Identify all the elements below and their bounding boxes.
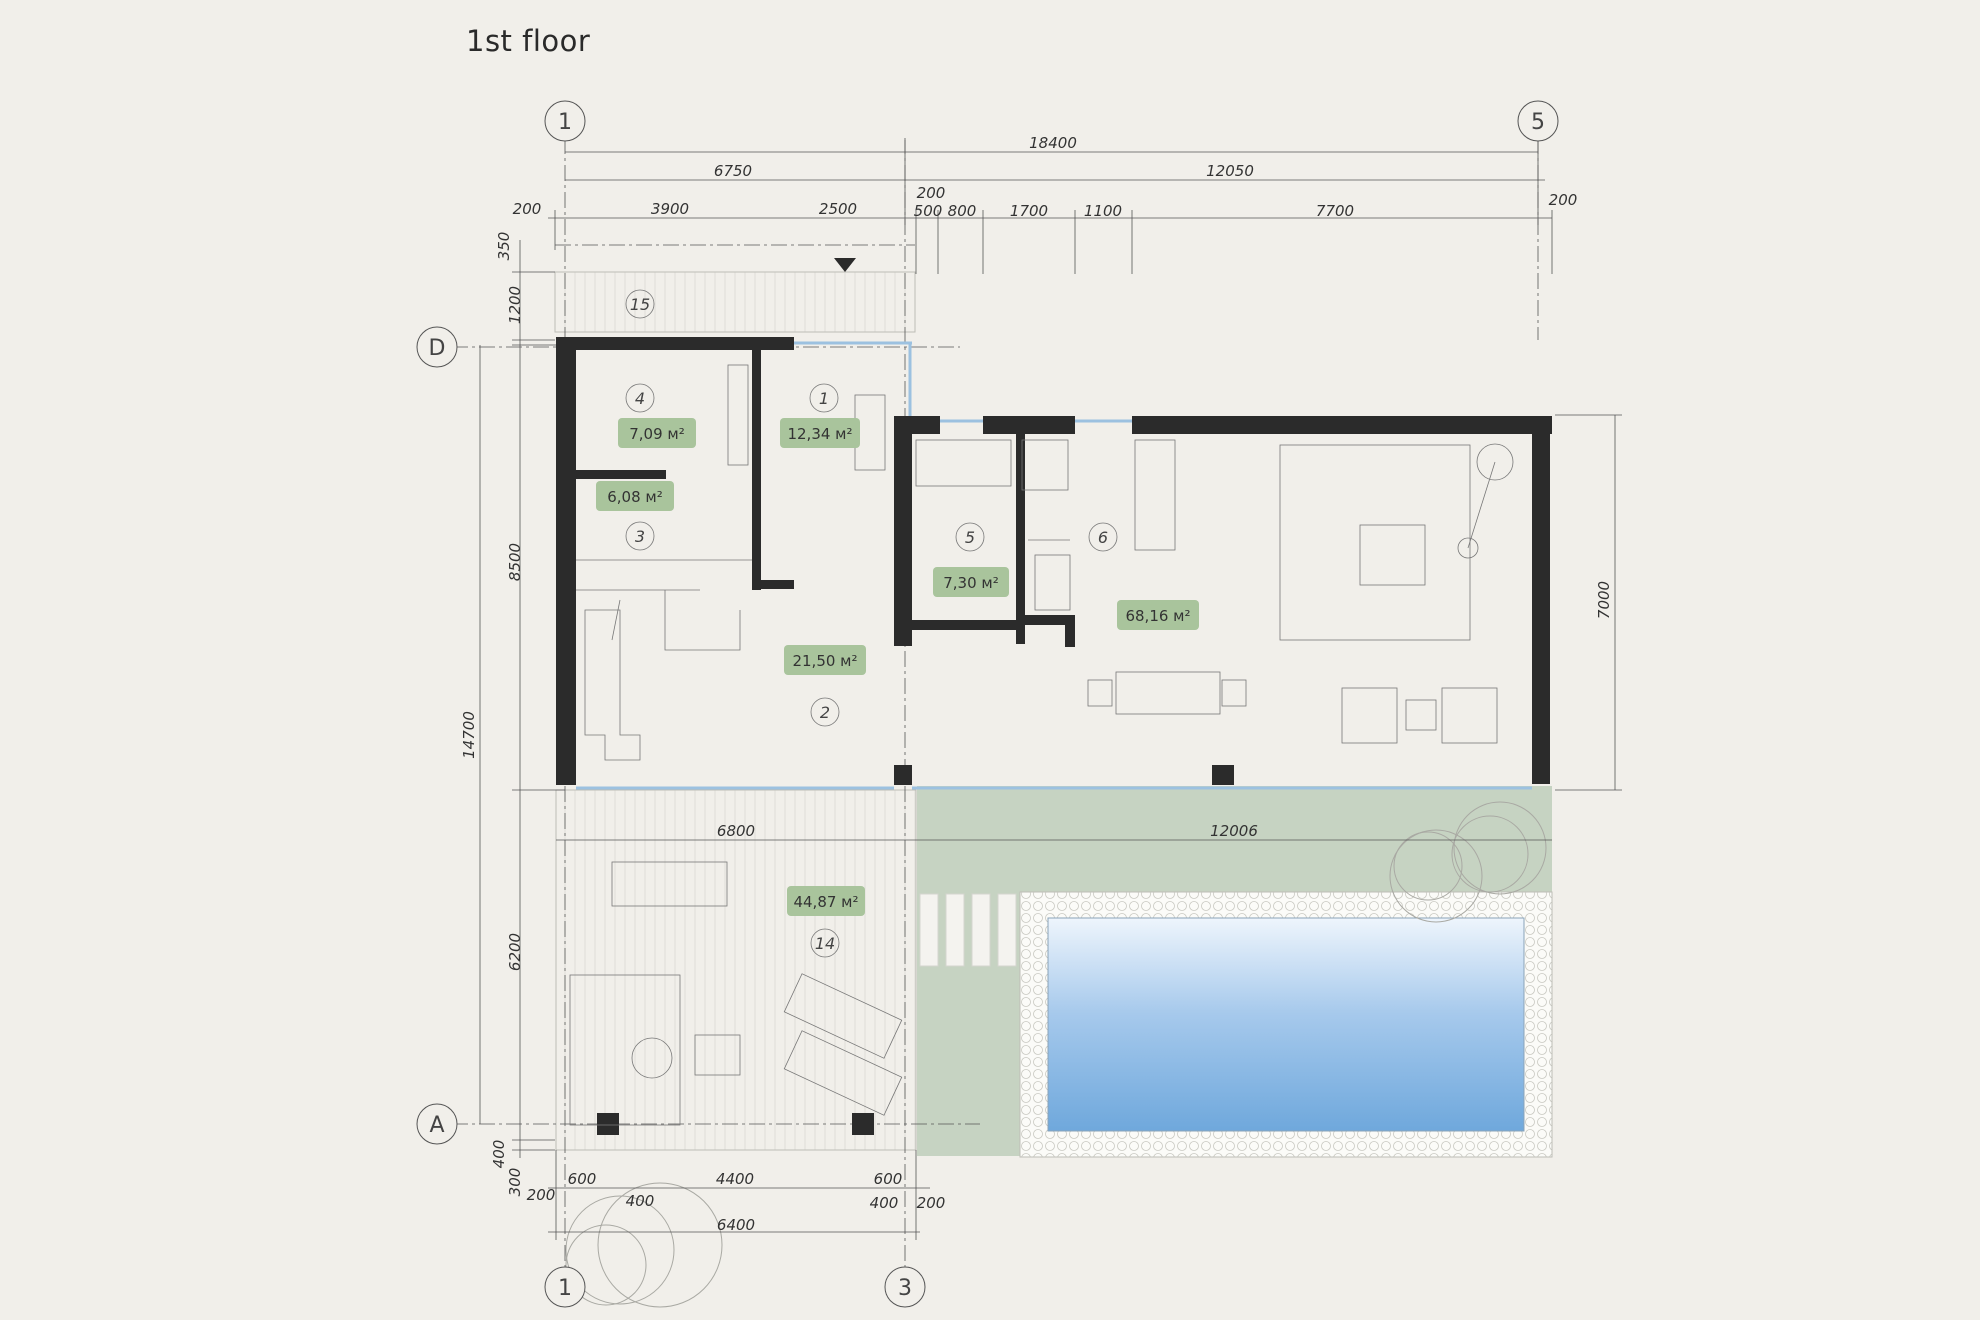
pool-water	[1047, 917, 1525, 1132]
room-5-area-tag	[933, 567, 1009, 597]
grid-lines	[452, 138, 1622, 1270]
dim-500: 500	[914, 202, 943, 220]
room-14-area-tag	[787, 886, 865, 916]
room-2-number: 2	[820, 703, 830, 722]
room-5-area: 7,30 м²	[943, 574, 999, 592]
room-3-number: 3	[635, 527, 645, 546]
dim-b-200-left: 200	[527, 1186, 556, 1204]
dim-b-200-right: 200	[917, 1194, 946, 1212]
dim-v-400: 400	[490, 1140, 508, 1169]
room-6-area: 68,16 м²	[1125, 607, 1190, 625]
room-4: 4 7,09 м²	[618, 383, 696, 448]
room-1-number: 1	[819, 389, 829, 408]
room-1-area: 12,34 м²	[787, 425, 852, 443]
axis-label-left-bottom: A	[429, 1113, 444, 1138]
room-4-area-tag	[618, 418, 696, 448]
room-15-number: 15	[630, 295, 650, 314]
dim-right-block: 12050	[1206, 162, 1254, 180]
axis-label-top-left: 1	[558, 110, 572, 135]
page-title: 1st floor	[466, 24, 591, 58]
room-1-area-tag	[780, 418, 860, 448]
dim-v-6200: 6200	[506, 933, 524, 971]
dim-v-300: 300	[506, 1168, 524, 1197]
room-3: 6,08 м² 3	[596, 481, 674, 551]
dim-left-block: 6750	[714, 162, 752, 180]
dim-200-top: 200	[917, 184, 946, 202]
room-6-number: 6	[1098, 528, 1108, 547]
axis-label-left-top: D	[429, 336, 446, 361]
dim-v-7000: 7000	[1595, 581, 1613, 619]
dim-v-14700: 14700	[460, 711, 478, 759]
dim-7700: 7700	[1316, 202, 1354, 220]
dim-b-600-left: 600	[568, 1170, 597, 1188]
room-3-area: 6,08 м²	[607, 488, 663, 506]
room-2-area-tag	[784, 645, 866, 675]
dim-v-8500: 8500	[506, 543, 524, 581]
dim-1700: 1700	[1010, 202, 1048, 220]
axis-label-bottom-left: 1	[558, 1276, 572, 1301]
dim-2500: 2500	[819, 200, 857, 218]
room-4-area: 7,09 м²	[629, 425, 685, 443]
dim-b-6400: 6400	[717, 1216, 755, 1234]
dim-total-width: 18400	[1029, 134, 1077, 152]
walls	[556, 337, 1552, 1135]
trees	[565, 801, 1547, 1308]
room-6-area-tag	[1117, 600, 1199, 630]
dim-1100: 1100	[1084, 202, 1122, 220]
dim-b-400-left: 400	[626, 1192, 655, 1210]
dim-800: 800	[948, 202, 977, 220]
room-14-area: 44,87 м²	[793, 893, 858, 911]
room-14: 44,87 м² 14	[787, 886, 865, 958]
dim-terrace-width: 6800	[717, 822, 755, 840]
axis-bubbles	[416, 100, 1559, 1308]
dim-200-right: 200	[1549, 191, 1578, 209]
room-14-number: 14	[815, 934, 835, 953]
room-5: 5 7,30 м²	[933, 522, 1009, 597]
dim-3900: 3900	[651, 200, 689, 218]
axis-label-bottom-right: 3	[898, 1276, 912, 1301]
dim-b-600-right: 600	[874, 1170, 903, 1188]
dim-garden-width: 12006	[1210, 822, 1258, 840]
room-6: 6 68,16 м²	[1088, 522, 1199, 630]
dim-v-1200: 1200	[506, 286, 524, 324]
dim-b-400-right: 400	[870, 1194, 899, 1212]
interior-lines	[569, 364, 1514, 1126]
room-4-number: 4	[635, 389, 645, 408]
room-2: 21,50 м² 2	[784, 645, 866, 727]
axis-label-top-right: 5	[1531, 110, 1545, 135]
dim-v-350: 350	[495, 232, 513, 261]
entrance-arrow-icon	[834, 258, 856, 272]
room-1: 1 12,34 м²	[780, 383, 860, 448]
room-2-area: 21,50 м²	[792, 652, 857, 670]
dim-b-4400: 4400	[716, 1170, 754, 1188]
glazing	[576, 341, 1532, 790]
room-3-area-tag	[596, 481, 674, 511]
terrace-deck	[555, 789, 917, 1151]
room-15: 15	[625, 289, 655, 319]
dim-200-left: 200	[513, 200, 542, 218]
north-terrace	[554, 271, 916, 333]
stepping-stones	[919, 893, 1017, 967]
room-5-number: 5	[965, 528, 975, 547]
